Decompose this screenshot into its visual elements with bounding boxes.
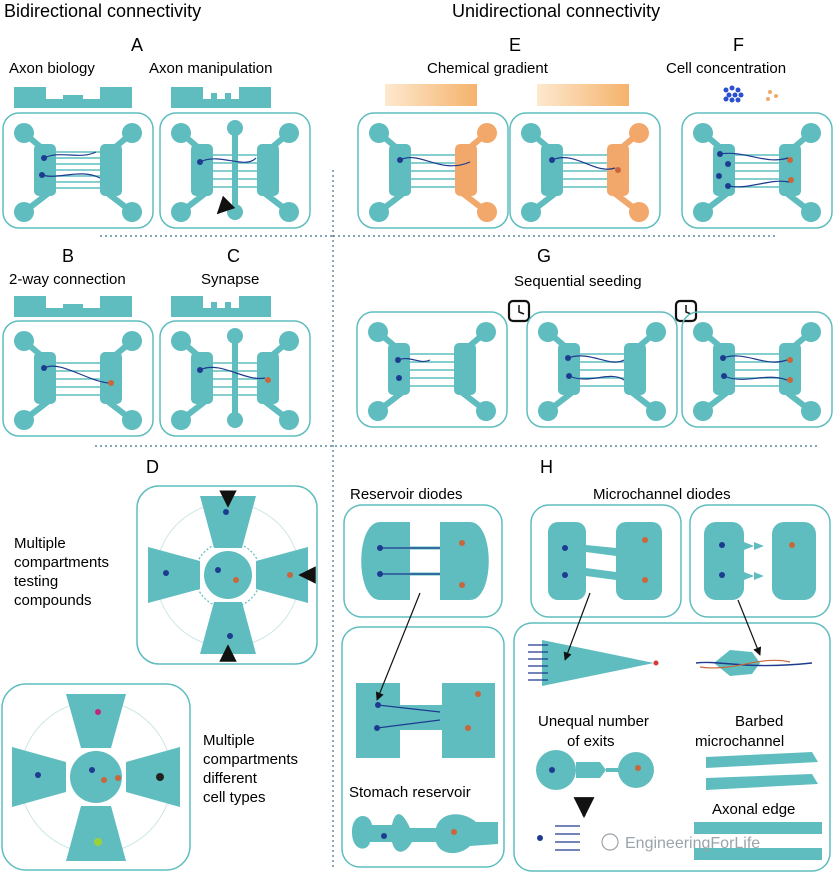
label-d-top: Multiple compartments testing compounds: [14, 535, 113, 609]
arrow-micro-2: [737, 599, 762, 656]
device-h-micro-2: [689, 504, 831, 618]
profile-c: [171, 296, 271, 317]
panel-letter-a: A: [131, 35, 143, 55]
profile-a1: [14, 87, 132, 108]
device-g3: [681, 311, 833, 428]
device-e2: [509, 112, 661, 229]
panel-letter-f: F: [733, 35, 744, 55]
profile-b: [14, 296, 132, 317]
label-reservoir-diodes: Reservoir diodes: [350, 486, 463, 503]
barbed-channels: [706, 752, 818, 790]
panel-letter-c: C: [227, 246, 240, 266]
label-axonal-edge: Axonal edge: [712, 801, 795, 818]
device-e1: [357, 112, 509, 229]
panel-letter-g: G: [537, 246, 551, 266]
profile-a2: [171, 87, 271, 108]
label-axon-manipulation: Axon manipulation: [149, 60, 272, 77]
label-axon-biology: Axon biology: [9, 60, 95, 77]
device-c: [159, 320, 311, 437]
gradient-bar-2: [537, 84, 629, 106]
panel-letter-d: D: [146, 457, 159, 477]
device-a2: [159, 112, 311, 229]
clock-icon: [674, 299, 698, 323]
device-f: [681, 112, 833, 229]
panel-letter-h: H: [540, 457, 553, 477]
device-b: [2, 320, 154, 437]
device-d-bottom: [1, 683, 191, 871]
arrow-reservoir: [375, 592, 421, 701]
clock-icon: [507, 299, 531, 323]
device-h-micro-1: [530, 504, 682, 618]
cell-cluster-orange: [766, 90, 778, 101]
panel-letter-e: E: [509, 35, 521, 55]
watermark-text: EngineeringForLife: [625, 835, 760, 852]
device-h-reservoir: [343, 504, 503, 618]
watermark: EngineeringForLife: [601, 833, 760, 852]
cell-cluster-blue: [723, 85, 744, 103]
reservoir-detail: [341, 626, 505, 868]
label-cell-concentration: Cell concentration: [666, 60, 786, 77]
device-g1: [356, 311, 508, 428]
arrow-micro-1: [563, 592, 591, 661]
label-d-bottom: Multiple compartments different cell typ…: [203, 732, 302, 806]
dividers: [95, 170, 820, 870]
label-barbed: Barbed microchannel: [695, 713, 788, 750]
header-bidirectional: Bidirectional connectivity: [4, 1, 201, 21]
label-sequential-seeding: Sequential seeding: [514, 273, 642, 290]
label-synapse: Synapse: [201, 271, 259, 288]
device-d-top: [136, 485, 318, 665]
stomach-neuron-orange: [451, 829, 457, 835]
label-chemical-gradient: Chemical gradient: [427, 60, 549, 77]
axonal-edge-channels: [694, 822, 822, 860]
label-stomach-reservoir: Stomach reservoir: [349, 784, 471, 801]
gradient-bar-1: [385, 84, 477, 106]
stomach-neurons: [381, 833, 387, 839]
label-microchannel-diodes: Microchannel diodes: [593, 486, 731, 503]
label-two-way: 2-way connection: [9, 271, 126, 288]
header-unidirectional: Unidirectional connectivity: [452, 1, 660, 21]
device-a1: [2, 112, 154, 229]
panel-letter-b: B: [62, 246, 74, 266]
label-unequal-exits: Unequal number of exits: [538, 713, 653, 750]
exit-fan-neurons: [537, 825, 580, 851]
stomach-shape: [352, 814, 498, 854]
device-g2: [526, 311, 678, 428]
unequal-exits-device: [536, 750, 654, 790]
